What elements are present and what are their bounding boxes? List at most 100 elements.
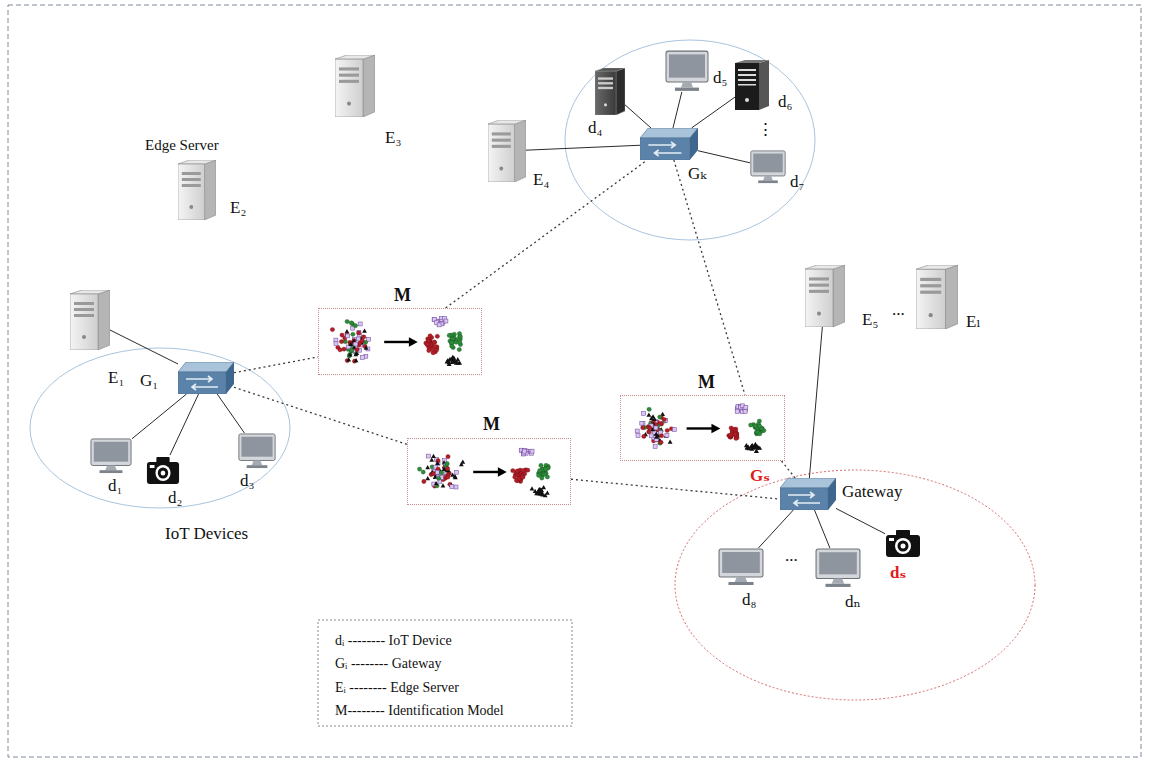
annotation-label: ... bbox=[785, 546, 798, 566]
model-label: M bbox=[394, 285, 411, 305]
network-element: d₈ bbox=[718, 548, 764, 586]
network-element: d₃ bbox=[238, 433, 276, 469]
clustering-illustration bbox=[621, 396, 784, 460]
element-label: d₁ bbox=[108, 476, 122, 496]
element-label: Gₖ bbox=[688, 164, 706, 184]
computer-icon bbox=[718, 548, 764, 586]
element-label: dₛ bbox=[890, 563, 906, 583]
element-label: d₇ bbox=[790, 172, 804, 192]
network-element: Eₗ bbox=[916, 265, 958, 329]
identification-model-box: M bbox=[318, 308, 482, 375]
network-element: d₆ bbox=[735, 60, 769, 110]
model-label: M bbox=[698, 372, 715, 392]
element-label: Gₛ bbox=[750, 466, 770, 486]
model-sharing-link bbox=[782, 461, 796, 478]
element-label: E₁ bbox=[108, 368, 124, 388]
element-label: E₅ bbox=[862, 310, 878, 330]
model-label: M bbox=[483, 414, 500, 434]
annotation-label: IoT Devices bbox=[165, 524, 248, 544]
network-element: Gₖ bbox=[640, 128, 698, 160]
network-link bbox=[132, 394, 187, 439]
server-icon bbox=[916, 265, 958, 329]
network-element: dₙ bbox=[815, 548, 861, 588]
identification-model-box: M bbox=[620, 395, 785, 461]
network-link bbox=[758, 510, 793, 548]
model-sharing-link bbox=[571, 479, 780, 499]
network-element: E₃ bbox=[335, 55, 375, 117]
network-link bbox=[217, 394, 244, 433]
network-element: E₅ bbox=[805, 265, 845, 327]
computer-icon bbox=[90, 438, 132, 474]
legend-entry: Gᵢ -------- Gateway bbox=[335, 655, 441, 673]
network-element: E₄ bbox=[488, 120, 526, 182]
network-link bbox=[110, 330, 178, 364]
computer-icon bbox=[665, 50, 709, 92]
clustering-illustration bbox=[319, 309, 481, 374]
element-label: d₂ bbox=[168, 488, 182, 508]
element-label: E₃ bbox=[385, 128, 401, 148]
element-label: d₄ bbox=[588, 118, 602, 138]
element-label: d₅ bbox=[713, 68, 727, 88]
gateway-icon bbox=[178, 362, 234, 394]
network-link bbox=[673, 92, 682, 128]
element-label: E₂ bbox=[230, 198, 246, 218]
element-label: d₈ bbox=[742, 590, 756, 610]
annotation-label: ⋮ bbox=[757, 120, 774, 140]
server-icon bbox=[70, 290, 110, 350]
model-sharing-link bbox=[234, 357, 318, 373]
legend-entry: M-------- Identification Model bbox=[335, 702, 504, 720]
element-label: G₁ bbox=[140, 371, 158, 391]
network-link bbox=[809, 327, 822, 478]
element-label: E₄ bbox=[533, 170, 549, 190]
legend-entry: dᵢ -------- IoT Device bbox=[335, 632, 452, 650]
network-link bbox=[170, 394, 199, 455]
computer-icon bbox=[815, 548, 861, 588]
network-element: E₁ bbox=[70, 290, 110, 350]
network-link bbox=[625, 105, 651, 128]
element-label: dₙ bbox=[845, 592, 861, 612]
gateway-region bbox=[565, 40, 815, 240]
computer-icon bbox=[238, 433, 276, 469]
gateway-region-selected bbox=[675, 470, 1035, 700]
server-icon bbox=[178, 160, 216, 220]
annotation-label: Gateway bbox=[842, 482, 902, 502]
annotation-label: ... bbox=[892, 300, 905, 320]
network-element: d₄ bbox=[595, 68, 625, 115]
network-link bbox=[692, 97, 735, 128]
network-link bbox=[526, 145, 640, 150]
legend-entry: Eᵢ -------- Edge Server bbox=[335, 679, 459, 697]
network-element: d₂ bbox=[146, 455, 180, 485]
model-sharing-link bbox=[674, 160, 745, 395]
server-icon bbox=[488, 120, 526, 182]
gateway-icon bbox=[780, 478, 836, 510]
network-link bbox=[698, 151, 750, 163]
annotation-label: Edge Server bbox=[145, 135, 219, 155]
server-tower-icon bbox=[735, 60, 769, 110]
network-link bbox=[814, 510, 829, 548]
element-label: d₆ bbox=[778, 92, 792, 112]
network-element: Gₛ bbox=[780, 478, 836, 510]
element-label: d₃ bbox=[240, 471, 254, 491]
network-element: G₁ bbox=[178, 362, 234, 394]
network-element: d₇ bbox=[750, 150, 786, 184]
gateway-icon bbox=[640, 128, 698, 160]
server-icon bbox=[335, 55, 375, 117]
gateway-region bbox=[30, 348, 290, 508]
network-element: dₛ bbox=[885, 528, 921, 558]
camera-icon bbox=[146, 455, 180, 485]
legend-frame bbox=[318, 620, 572, 726]
outer-frame bbox=[8, 5, 1141, 757]
server-icon bbox=[805, 265, 845, 327]
network-element: d₁ bbox=[90, 438, 132, 474]
network-element: E₂ bbox=[178, 160, 216, 220]
camera-icon bbox=[885, 528, 921, 558]
computer-icon bbox=[750, 150, 786, 184]
network-element: d₅ bbox=[665, 50, 709, 92]
network-link bbox=[836, 508, 885, 533]
server-icon bbox=[595, 68, 625, 115]
model-sharing-link bbox=[446, 160, 648, 308]
clustering-illustration bbox=[408, 439, 570, 504]
identification-model-box: M bbox=[407, 438, 571, 505]
